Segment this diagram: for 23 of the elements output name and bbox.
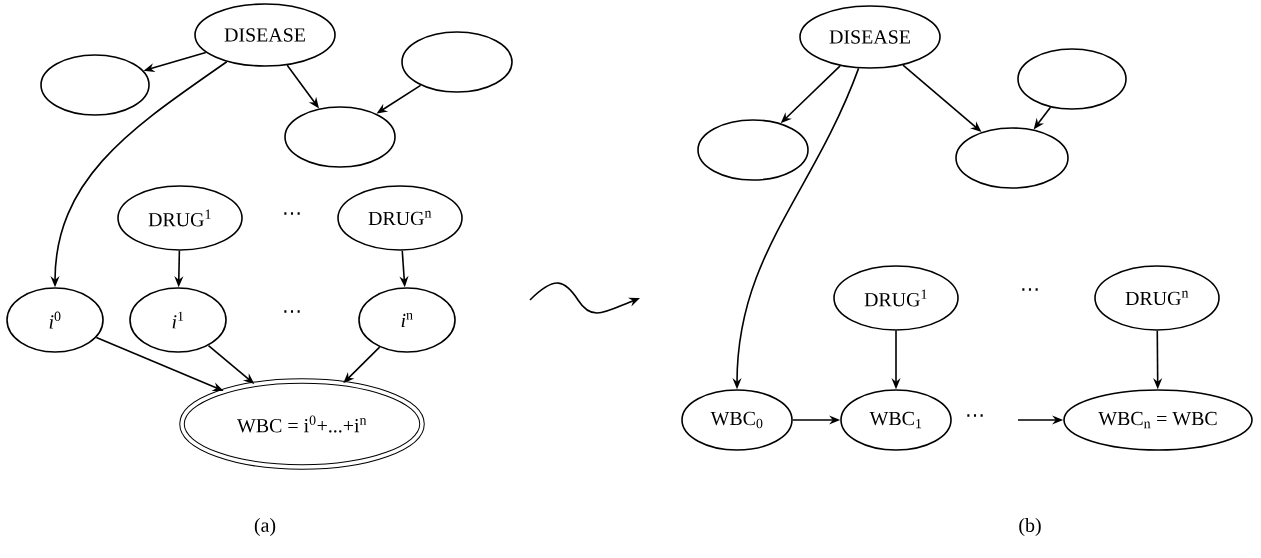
ellipse-node [955, 127, 1069, 189]
ellipse-node: i$^{0}$ [6, 287, 104, 353]
ellipse-node: DRUG$^{n}$ [1094, 265, 1220, 331]
panel-label: (a) [254, 517, 276, 536]
ellipse-node [284, 106, 396, 168]
ellipse-node [40, 54, 150, 116]
ellipse-node: WBC$_{n}$ = WBC [1063, 389, 1253, 451]
ellipse-node [697, 119, 809, 181]
ellipse-node: DISEASE [799, 5, 941, 69]
dots: ⋯ [1022, 288, 1038, 291]
ellipse-node [401, 31, 513, 93]
ellipse-node [1017, 48, 1127, 110]
ellipse-node: i$^{n}$ [358, 287, 456, 353]
panel-label: (b) [1019, 517, 1041, 536]
ellipse-node: DRUG$^{n}$ [337, 185, 463, 251]
dots: ⋯ [284, 310, 300, 313]
ellipse-node: DRUG$^{1}$ [117, 185, 243, 251]
dots: ⋯ [284, 212, 300, 215]
ellipse-node: WBC$_{1}$ [840, 389, 952, 451]
ellipse-node: DISEASE [194, 3, 336, 67]
ellipse-node: DRUG$^{1}$ [833, 265, 959, 331]
ellipse-node: WBC$_{0}$ [681, 389, 793, 451]
ellipse-node: i$^{1}$ [129, 287, 227, 353]
